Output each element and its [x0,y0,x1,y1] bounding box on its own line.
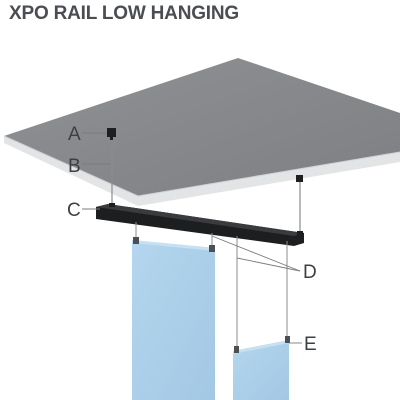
callout-label-d: D [303,262,317,283]
ceiling-hook-right [296,175,303,182]
ceiling-edge-line [3,135,139,197]
callout-label-e: E [304,334,317,355]
display-panel-small [233,336,290,400]
xpo-rail [96,203,304,246]
ceiling-panel [3,58,400,206]
ceiling-hook-a [107,128,116,140]
callout-label-b: B [68,156,81,177]
callout-d-leader-2 [236,257,301,272]
display-panel-large [132,237,215,400]
ceiling-edge-line-right [137,151,400,197]
ceiling-edge [4,136,400,206]
callout-label-c: C [67,200,81,221]
callout-d-leader-1 [211,235,301,272]
diagram-title: XPO RAIL LOW HANGING [9,3,239,24]
ceiling-underside [4,58,400,196]
callout-label-a: A [68,124,81,145]
